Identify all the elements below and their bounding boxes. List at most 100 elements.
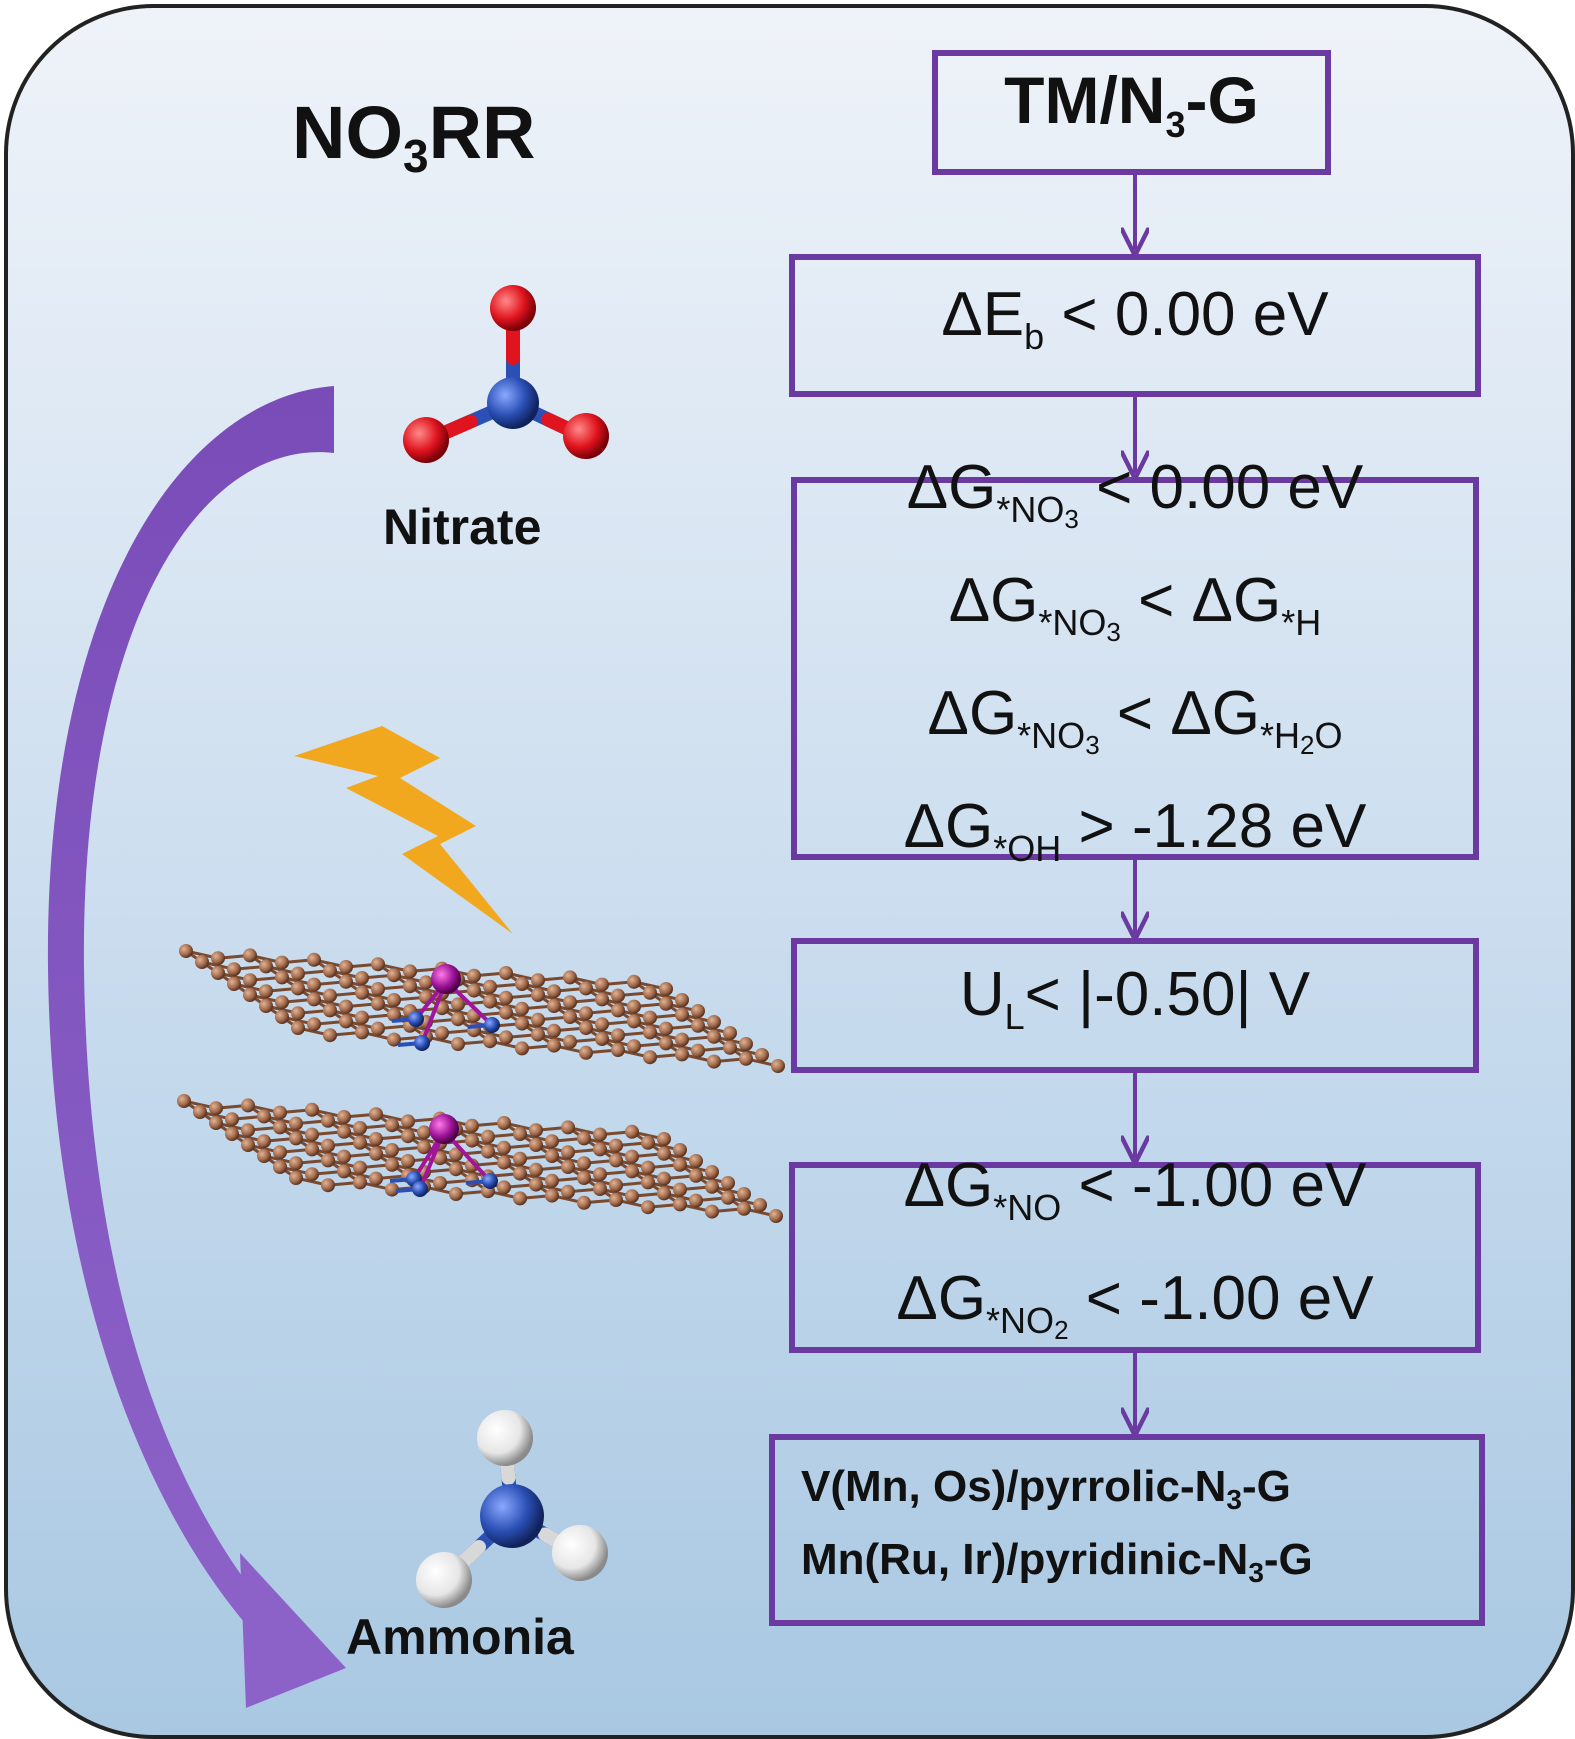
- carbon-atom: [561, 1120, 575, 1135]
- carbon-atom: [723, 1026, 737, 1040]
- carbon-atom: [673, 1143, 687, 1157]
- carbon-atom: [467, 968, 481, 983]
- carbon-atom: [545, 1134, 559, 1149]
- carbon-atom: [561, 1184, 575, 1199]
- oxygen-atom: [563, 413, 609, 459]
- carbon-atom: [435, 1026, 449, 1040]
- carbon-atom: [641, 1135, 655, 1150]
- page-title: NO3RR: [292, 91, 536, 182]
- carbon-atom: [627, 1039, 641, 1054]
- carbon-atom: [483, 1034, 497, 1049]
- carbon-atom: [209, 1116, 223, 1130]
- carbon-atom: [209, 1101, 223, 1116]
- carbon-atom: [625, 1124, 639, 1139]
- carbon-atom: [561, 1145, 575, 1160]
- carbon-atom: [737, 1187, 751, 1201]
- carbon-atom: [321, 1138, 335, 1153]
- carbon-atom: [771, 1059, 785, 1073]
- carbon-atom: [243, 973, 257, 988]
- carbon-atom: [291, 1021, 305, 1035]
- adsorption-criterion: ΔG*NO3 < ΔG*H: [948, 566, 1322, 647]
- hydrogen-atom: [552, 1525, 608, 1581]
- carbon-atom: [625, 1189, 639, 1204]
- carbon-atom: [195, 955, 209, 969]
- carbon-atom: [433, 1151, 447, 1166]
- carbon-atom: [529, 1138, 543, 1152]
- carbon-atom: [755, 1048, 769, 1062]
- carbon-atom: [609, 1153, 623, 1168]
- carbon-atom: [465, 1158, 479, 1173]
- carbon-atom: [497, 1116, 511, 1130]
- intermediates-box: ΔG*NO < -1.00 eV ΔG*NO2 < -1.00 eV: [789, 1151, 1481, 1353]
- carbon-atom: [387, 1007, 401, 1022]
- carbon-atom: [305, 1142, 319, 1157]
- carbon-atom: [355, 971, 369, 985]
- carbon-atom: [657, 1186, 671, 1201]
- carbon-atom: [449, 1187, 463, 1201]
- carbon-atom: [241, 1138, 255, 1152]
- carbon-atom: [611, 1003, 625, 1018]
- carbon-atom: [337, 1149, 351, 1164]
- carbon-atom: [547, 984, 561, 999]
- carbon-atom: [577, 1171, 591, 1185]
- carbon-atom: [259, 984, 273, 999]
- diagram-art: [47, 175, 1571, 1708]
- carbon-atom: [275, 995, 289, 1010]
- carbon-atom: [675, 993, 689, 1007]
- carbon-atom: [305, 1167, 319, 1182]
- carbon-atom: [481, 1144, 495, 1159]
- reaction-curved-arrow: [47, 386, 346, 1708]
- carbon-atom: [545, 1173, 559, 1188]
- carbon-atom: [353, 1175, 367, 1190]
- carbon-atom: [481, 1129, 495, 1144]
- nitrate-label: Nitrate: [383, 499, 542, 555]
- carbon-lattice: [177, 1094, 783, 1223]
- carbon-atom: [339, 960, 353, 974]
- result-catalyst: V(Mn, Os)/pyrrolic-N3-G: [801, 1462, 1291, 1515]
- hydrogen-atom: [416, 1552, 472, 1608]
- carbon-atom: [595, 992, 609, 1007]
- carbon-atom: [513, 1151, 527, 1166]
- intermediate-criterion: ΔG*NO2 < -1.00 eV: [896, 1263, 1374, 1345]
- carbon-atom: [579, 1021, 593, 1035]
- carbon-atom: [531, 973, 545, 988]
- carbon-atom: [275, 970, 289, 985]
- carbon-atom: [291, 966, 305, 981]
- carbon-atom: [707, 1015, 721, 1029]
- carbon-atom: [737, 1201, 751, 1216]
- carbon-atom: [291, 1006, 305, 1021]
- carbon-atom: [657, 1171, 671, 1186]
- carbon-atom: [225, 1112, 239, 1127]
- lightning-bolt-icon: [294, 726, 513, 934]
- carbon-atom: [323, 988, 337, 1003]
- carbon-atom: [337, 1124, 351, 1139]
- carbon-atom: [497, 1180, 511, 1195]
- carbon-atom: [513, 1127, 527, 1141]
- carbon-atom: [643, 1025, 657, 1040]
- carbon-atom: [321, 1178, 335, 1193]
- carbon-atom: [353, 1121, 367, 1135]
- carbon-atom: [273, 1105, 287, 1120]
- carbon-atom: [449, 1147, 463, 1162]
- carbon-atom: [705, 1179, 719, 1194]
- carbon-atom: [641, 1160, 655, 1175]
- carbon-atom: [673, 1182, 687, 1197]
- carbon-atom: [193, 1105, 207, 1119]
- diagram-frame: NO3RR Nitrate Ammonia TM/N3-G ΔEb < 0.00…: [4, 4, 1575, 1739]
- carbon-atom: [627, 999, 641, 1014]
- metal-atom: [431, 964, 461, 994]
- carbon-atom: [721, 1176, 735, 1190]
- nitrogen-atom: [482, 1173, 498, 1189]
- nitrogen-atom: [414, 1035, 430, 1051]
- carbon-atom: [721, 1190, 735, 1205]
- carbon-atom: [211, 951, 225, 966]
- carbon-atom: [563, 970, 577, 985]
- nitrogen-atom: [412, 1181, 428, 1197]
- carbon-atom: [321, 1153, 335, 1168]
- carbon-atom: [609, 1138, 623, 1153]
- carbon-atom: [243, 988, 257, 1002]
- carbon-atom: [499, 966, 513, 980]
- result-catalyst: Mn(Ru, Ir)/pyridinic-N3-G: [801, 1535, 1313, 1588]
- carbon-atom: [593, 1182, 607, 1196]
- carbon-atom: [323, 963, 337, 978]
